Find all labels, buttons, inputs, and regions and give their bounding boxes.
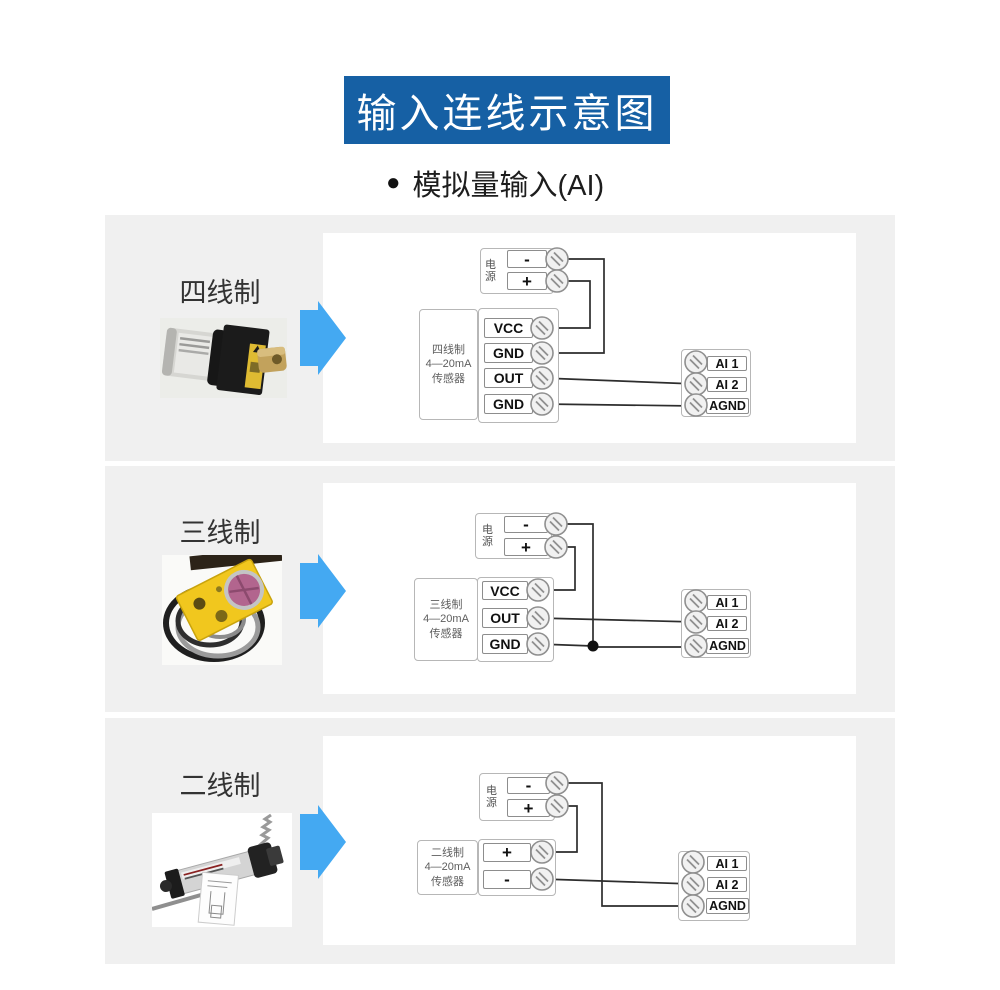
terminal-gnd2: GND	[484, 394, 533, 414]
sensor-name-line: 4—20mA	[425, 358, 472, 371]
sensor-name-box: 三线制 4—20mA 传感器	[414, 578, 478, 661]
power-minus-terminal: -	[504, 516, 548, 533]
rotary-encoder-illustration	[161, 324, 287, 396]
terminal-ai1: AI 1	[707, 356, 747, 371]
linear-displacement-sensor-illustration	[152, 813, 284, 926]
terminal-ai2: AI 2	[707, 616, 747, 631]
section-label-3wire: 三线制	[179, 518, 261, 548]
bullet-icon: ●	[386, 169, 401, 196]
sensor-name-line: 4—20mA	[424, 861, 471, 874]
power-supply-label: 电源	[485, 258, 496, 284]
sensor-name-line: 传感器	[431, 875, 464, 888]
terminal-gnd: GND	[484, 343, 533, 363]
section-label-2wire: 二线制	[179, 771, 261, 801]
terminal-out: OUT	[482, 608, 528, 628]
subtitle-text: 模拟量输入(AI)	[412, 170, 605, 202]
terminal-ai2: AI 2	[707, 377, 747, 392]
power-plus-terminal: +	[507, 272, 547, 290]
sensor-name-line: 二线制	[431, 846, 464, 859]
terminal-agnd: AGND	[706, 398, 749, 414]
power-supply-label: 电源	[486, 784, 497, 810]
power-minus-terminal: -	[507, 250, 547, 268]
subtitle-row: ● 模拟量输入(AI)	[386, 163, 604, 203]
sensor-name-line: 三线制	[429, 598, 463, 611]
section-2wire-canvas	[323, 736, 856, 945]
sensor-name-line: 传感器	[429, 627, 463, 640]
terminal-ai2: AI 2	[707, 877, 747, 892]
rotary-encoder-sensor-photo	[160, 318, 287, 398]
terminal-plus: +	[483, 843, 531, 862]
sensor-name-line: 4—20mA	[423, 613, 469, 626]
linear-displacement-sensor-photo	[152, 813, 292, 927]
power-minus-terminal: -	[507, 777, 550, 794]
photoelectric-sensor-photo	[162, 555, 282, 665]
sensor-name-line: 四线制	[432, 343, 465, 356]
section-label-4wire: 四线制	[179, 278, 261, 308]
sensor-name-box: 四线制 4—20mA 传感器	[419, 309, 478, 420]
power-plus-terminal: +	[504, 538, 548, 556]
terminal-minus: -	[483, 870, 531, 889]
section-3wire-canvas	[323, 483, 856, 694]
sensor-name-line: 传感器	[432, 372, 465, 385]
terminal-agnd: AGND	[706, 898, 749, 914]
photoelectric-sensor-illustration	[163, 555, 282, 662]
terminal-gnd: GND	[482, 634, 528, 654]
terminal-ai1: AI 1	[707, 595, 747, 610]
power-supply-label: 电源	[482, 523, 493, 549]
terminal-vcc: VCC	[482, 581, 528, 600]
power-plus-terminal: +	[507, 799, 550, 817]
terminal-agnd: AGND	[706, 638, 749, 654]
terminal-out: OUT	[484, 368, 533, 388]
terminal-ai1: AI 1	[707, 856, 747, 871]
page-title: 输入连线示意图	[356, 92, 658, 136]
title-banner: 输入连线示意图	[344, 76, 670, 144]
sensor-name-box: 二线制 4—20mA 传感器	[417, 840, 478, 895]
terminal-vcc: VCC	[484, 318, 533, 338]
section-4wire-canvas	[323, 233, 856, 443]
